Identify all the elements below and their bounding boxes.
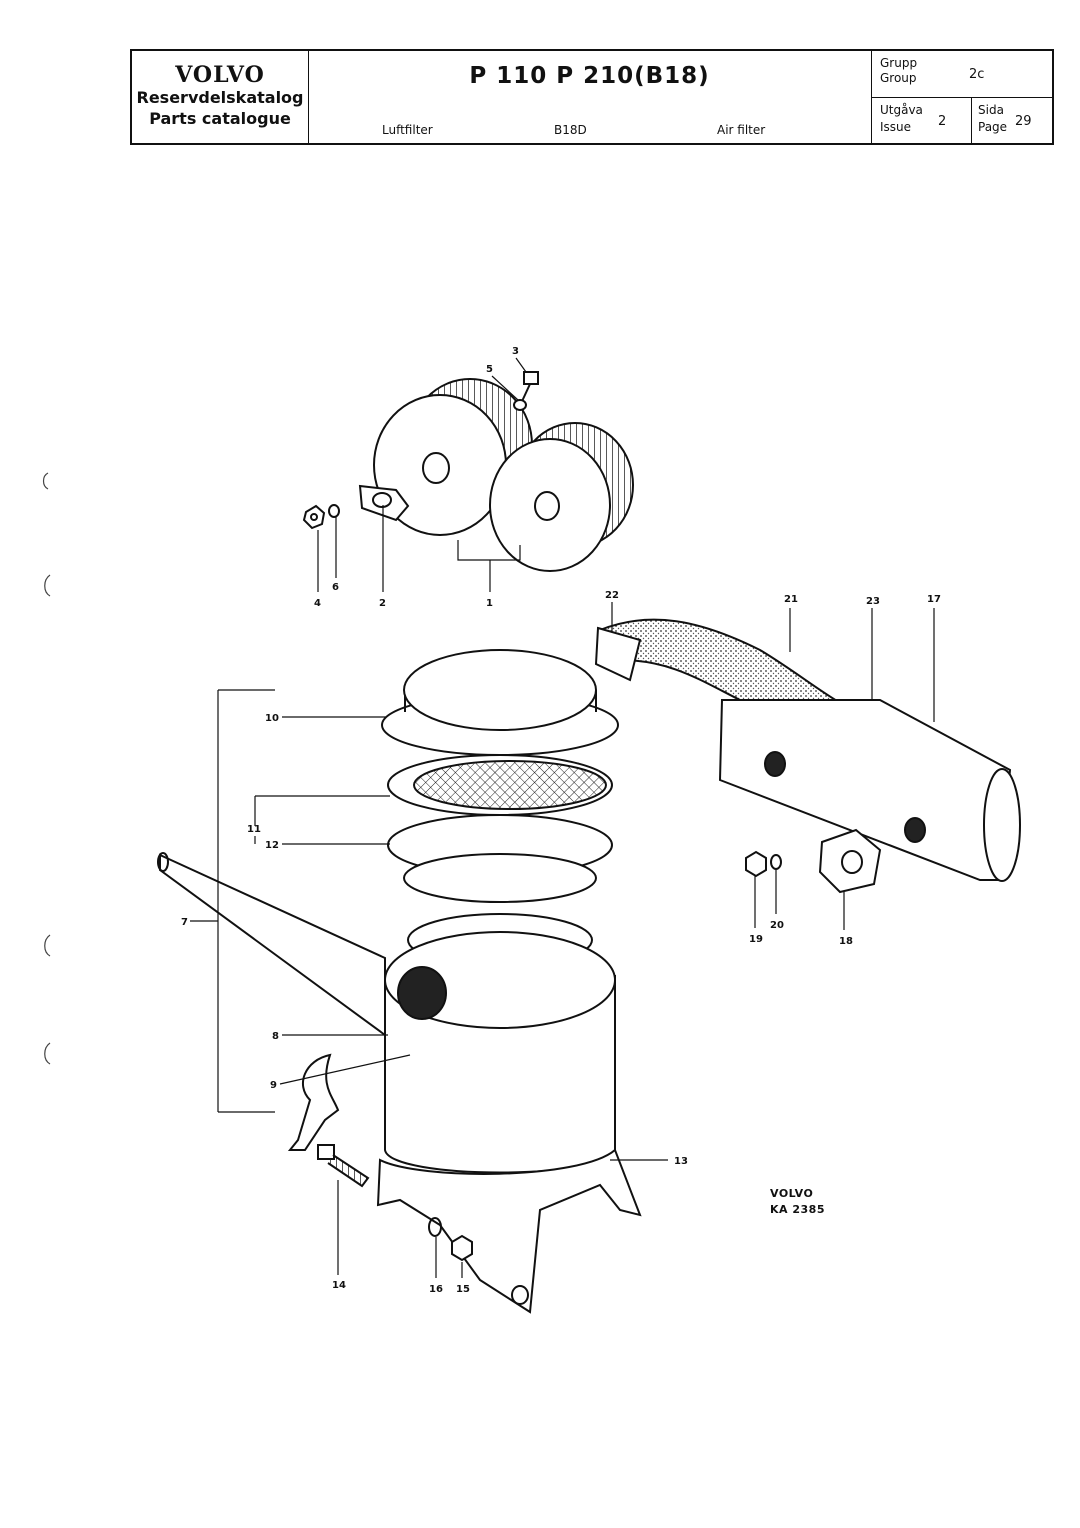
catalogue-title-sv: Reservdelskatalog	[136, 88, 304, 107]
air-filter-cover	[381, 649, 619, 756]
callout-4: 4	[314, 598, 321, 609]
flange-gasket	[818, 828, 882, 894]
callout-2: 2	[379, 598, 386, 609]
filter-element-right	[489, 422, 634, 572]
housing-washer	[428, 1217, 442, 1237]
binder-marks	[42, 472, 51, 1065]
callout-1: 1	[486, 598, 493, 609]
callout-8: 8	[272, 1031, 279, 1042]
issue-label-en: Issue	[880, 120, 912, 134]
group-label-sv: Grupp	[880, 56, 918, 70]
washer	[328, 504, 340, 518]
brand-block: VOLVO Reservdelskatalog Parts catalogue	[132, 51, 309, 143]
filter-mesh-insert	[387, 754, 613, 816]
flange-washer	[770, 854, 782, 870]
housing-bolt	[317, 1144, 370, 1188]
issue-page-divider	[971, 97, 972, 143]
callout-20: 20	[770, 920, 784, 931]
nut	[302, 504, 326, 530]
callout-12: 12	[265, 840, 279, 851]
stamp-code: KA 2385	[770, 1203, 825, 1216]
callout-7: 7	[181, 917, 188, 928]
callout-14: 14	[332, 1280, 346, 1291]
reference-block: Grupp Group 2c Utgåva Issue 2 Sida Page …	[871, 51, 1053, 143]
stamp-brand: VOLVO	[770, 1187, 814, 1200]
callout-numbers: 1 2 3 4 5 6 7 8 9 10 11 12 13 14 15 16 1…	[181, 346, 941, 1295]
air-filter-housing	[384, 913, 616, 1174]
callout-15: 15	[456, 1284, 470, 1295]
callout-17: 17	[927, 594, 941, 605]
page-label-en: Page	[978, 120, 1008, 134]
flange-nut	[745, 850, 767, 878]
group-cell: Grupp Group 2c	[872, 51, 1053, 98]
section-label-en: Air filter	[717, 123, 766, 137]
catalogue-title-en: Parts catalogue	[149, 109, 291, 128]
callout-21: 21	[784, 594, 798, 605]
intake-pipe	[718, 699, 1021, 882]
intake-snorkel	[157, 852, 386, 1037]
leader-lines	[190, 357, 935, 1278]
callout-10: 10	[265, 713, 279, 724]
callout-9: 9	[270, 1080, 277, 1091]
bolt	[513, 371, 539, 411]
engine-label: B18D	[554, 123, 587, 137]
callout-3: 3	[512, 346, 519, 357]
drawing-reference-stamp: VOLVO KA 2385	[770, 1186, 825, 1218]
clamp-latch	[287, 1053, 340, 1151]
callout-18: 18	[839, 936, 853, 947]
mounting-bracket	[376, 1148, 642, 1314]
section-label-sv: Luftfilter	[382, 123, 433, 137]
callout-19: 19	[749, 934, 763, 945]
model-block: P 110 P 210(B18) Luftfilter B18D Air fil…	[308, 51, 871, 143]
group-value: 2c	[969, 67, 985, 82]
callout-5: 5	[486, 364, 493, 375]
callout-11: 11	[247, 824, 261, 835]
brand-logo: VOLVO	[175, 62, 265, 88]
page-value: 29	[1015, 114, 1032, 129]
callout-23: 23	[866, 596, 880, 607]
callout-13: 13	[674, 1156, 688, 1167]
model-title: P 110 P 210(B18)	[469, 63, 710, 89]
gasket-plate	[358, 484, 410, 522]
callout-16: 16	[429, 1284, 443, 1295]
page-label-sv: Sida	[978, 103, 1004, 117]
group-label-en: Group	[880, 71, 917, 85]
catalogue-header: VOLVO Reservdelskatalog Parts catalogue …	[130, 49, 1054, 145]
callout-6: 6	[332, 582, 339, 593]
callout-22: 22	[605, 590, 619, 601]
issue-label-sv: Utgåva	[880, 103, 923, 117]
housing-nut	[451, 1234, 473, 1262]
issue-value: 2	[938, 114, 947, 129]
filter-ring	[387, 814, 613, 903]
